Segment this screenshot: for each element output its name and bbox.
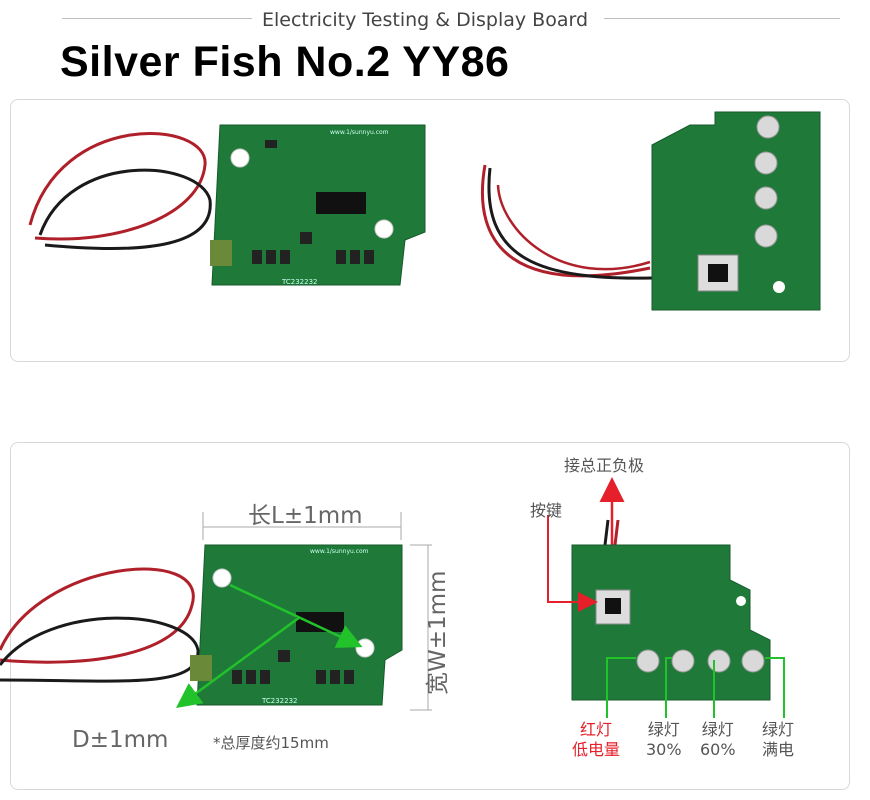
led-red-state: 低电量 xyxy=(572,740,621,759)
header-rule-left xyxy=(62,18,252,19)
page-subtitle: Electricity Testing & Display Board xyxy=(262,9,589,31)
led-green-30-annotation: 绿灯 30% xyxy=(646,720,682,760)
led-green-full-color: 绿灯 xyxy=(762,720,795,739)
page-title: Silver Fish No.2 YY86 xyxy=(60,38,510,86)
length-dimension-label: 长L±1mm xyxy=(248,503,363,529)
bottom-board-url-text: www.1/sunnyu.com xyxy=(310,548,369,555)
led-green-full-annotation: 绿灯 满电 xyxy=(762,720,794,760)
top-right-board xyxy=(480,111,821,311)
width-dimension-label: 宽W±1mm xyxy=(425,570,451,695)
header-rule-right xyxy=(604,18,840,19)
top-board-url-text: www.1/sunnyu.com xyxy=(330,129,389,136)
top-left-board: www.1/sunnyu.com TC232232 xyxy=(28,124,426,286)
top-board-part-text: TC232232 xyxy=(281,278,317,286)
led-green-60-annotation: 绿灯 60% xyxy=(700,720,736,760)
terminals-annotation: 接总正负极 xyxy=(564,456,645,475)
led-green-60-state: 60% xyxy=(700,740,736,759)
led-green-60-color: 绿灯 xyxy=(701,720,734,739)
led-red-color: 红灯 xyxy=(580,720,613,739)
bottom-right-board xyxy=(547,477,785,718)
thickness-note: *总厚度约15mm xyxy=(213,734,329,752)
led-red-annotation: 红灯 低电量 xyxy=(572,720,620,760)
led-green-30-state: 30% xyxy=(646,740,682,759)
diameter-dimension-label: D±1mm xyxy=(72,727,169,753)
button-annotation: 按键 xyxy=(530,501,563,520)
led-green-full-state: 满电 xyxy=(762,740,795,759)
led-green-30-color: 绿灯 xyxy=(647,720,680,739)
bottom-left-board: www.1/sunnyu.com TC232232 xyxy=(0,512,432,711)
bottom-board-part-text: TC232232 xyxy=(261,697,297,705)
